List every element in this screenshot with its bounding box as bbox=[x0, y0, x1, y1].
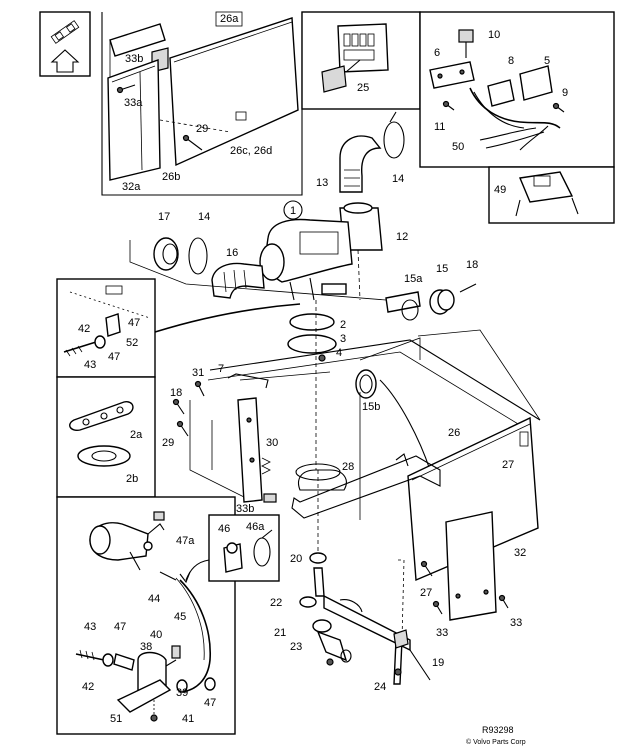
callout-18-left: 18 bbox=[170, 387, 182, 399]
callout-1: 1 bbox=[290, 205, 296, 217]
callout-32a: 32a bbox=[122, 181, 141, 193]
callout-46a: 46a bbox=[246, 521, 265, 533]
callout-9: 9 bbox=[562, 87, 568, 99]
callout-8: 8 bbox=[508, 55, 514, 67]
callout-23: 23 bbox=[290, 641, 302, 653]
callout-24: 24 bbox=[374, 681, 386, 693]
fuse-panel-icon bbox=[301, 11, 421, 110]
callout-27-top: 27 bbox=[502, 459, 514, 471]
callout-44: 44 bbox=[148, 593, 160, 605]
callout-19: 19 bbox=[432, 657, 444, 669]
callout-15b: 15b bbox=[362, 401, 380, 413]
callout-33b-low: 33b bbox=[236, 503, 254, 515]
callout-11: 11 bbox=[434, 121, 445, 133]
callout-14-left: 14 bbox=[198, 211, 210, 223]
callout-47-detail-bottom: 47 bbox=[108, 351, 120, 363]
callout-29-top: 29 bbox=[196, 123, 208, 135]
callout-10: 10 bbox=[488, 29, 500, 41]
callout-31: 31 bbox=[192, 367, 204, 379]
callout-12: 12 bbox=[396, 231, 408, 243]
drawing-reference: R93298 bbox=[482, 725, 514, 735]
callout-14-top: 14 bbox=[392, 173, 404, 185]
callout-30: 30 bbox=[266, 437, 278, 449]
callout-7: 7 bbox=[218, 363, 224, 375]
wiring-harness-group bbox=[419, 11, 615, 168]
callout-42-detail: 42 bbox=[78, 323, 90, 335]
callout-15: 15 bbox=[436, 263, 448, 275]
fuel-fitting-detail bbox=[56, 278, 156, 378]
callout-47a: 47a bbox=[176, 535, 195, 547]
control-unit-icon bbox=[488, 166, 615, 224]
callout-46: 46 bbox=[218, 523, 230, 535]
callout-20: 20 bbox=[290, 553, 302, 565]
callout-5: 5 bbox=[544, 55, 550, 67]
callout-28: 28 bbox=[342, 461, 354, 473]
callout-51: 51 bbox=[110, 713, 122, 725]
callout-32: 32 bbox=[514, 547, 526, 559]
callout-39: 39 bbox=[176, 687, 188, 699]
heater-group bbox=[153, 111, 405, 470]
callout-41: 41 bbox=[182, 713, 194, 725]
callout-42-pump: 42 bbox=[82, 681, 94, 693]
forward-arrow-icon bbox=[39, 11, 91, 77]
callout-43-pump: 43 bbox=[84, 621, 96, 633]
callout-2: 2 bbox=[340, 319, 346, 331]
callout-6: 6 bbox=[434, 47, 440, 59]
callout-49: 49 bbox=[494, 184, 506, 196]
gasket-detail bbox=[56, 376, 156, 498]
callout-25: 25 bbox=[357, 82, 369, 94]
callout-50: 50 bbox=[452, 141, 464, 153]
callout-40: 40 bbox=[150, 629, 162, 641]
callout-33b: 33b bbox=[125, 53, 143, 65]
callout-13: 13 bbox=[316, 177, 328, 189]
callout-52: 52 bbox=[126, 337, 138, 349]
callout-18-right: 18 bbox=[466, 259, 478, 271]
callout-26a: 26a bbox=[220, 13, 239, 25]
callout-47-detail-top: 47 bbox=[128, 317, 140, 329]
exhaust-group bbox=[299, 470, 431, 685]
callout-3: 3 bbox=[340, 333, 346, 345]
right-panel-group bbox=[291, 416, 539, 621]
clip-detail bbox=[208, 514, 280, 582]
intake-group bbox=[355, 283, 477, 399]
chassis-group bbox=[129, 240, 541, 520]
callout-2a: 2a bbox=[130, 429, 143, 441]
callout-26b: 26b bbox=[162, 171, 180, 183]
callout-45: 45 bbox=[174, 611, 186, 623]
callout-4: 4 bbox=[336, 347, 342, 359]
callout-38: 38 bbox=[140, 641, 152, 653]
fuel-pump-detail bbox=[56, 496, 236, 735]
callout-26cd: 26c, 26d bbox=[230, 145, 272, 157]
callout-21: 21 bbox=[274, 627, 286, 639]
callout-2b: 2b bbox=[126, 473, 138, 485]
callout-47-pump-bottom: 47 bbox=[204, 697, 216, 709]
callout-16: 16 bbox=[226, 247, 238, 259]
callout-47-pump-top: 47 bbox=[114, 621, 126, 633]
callout-33a: 33a bbox=[124, 97, 143, 109]
callout-27-bottom: 27 bbox=[420, 587, 432, 599]
callout-26: 26 bbox=[448, 427, 460, 439]
callout-43-detail: 43 bbox=[84, 359, 96, 371]
callout-22: 22 bbox=[270, 597, 282, 609]
copyright-notice: © Volvo Parts Corp bbox=[466, 738, 526, 746]
callout-15a: 15a bbox=[404, 273, 423, 285]
callout-29-left: 29 bbox=[162, 437, 174, 449]
callout-17: 17 bbox=[158, 211, 170, 223]
callout-33-right: 33 bbox=[510, 617, 522, 629]
callout-33-left: 33 bbox=[436, 627, 448, 639]
